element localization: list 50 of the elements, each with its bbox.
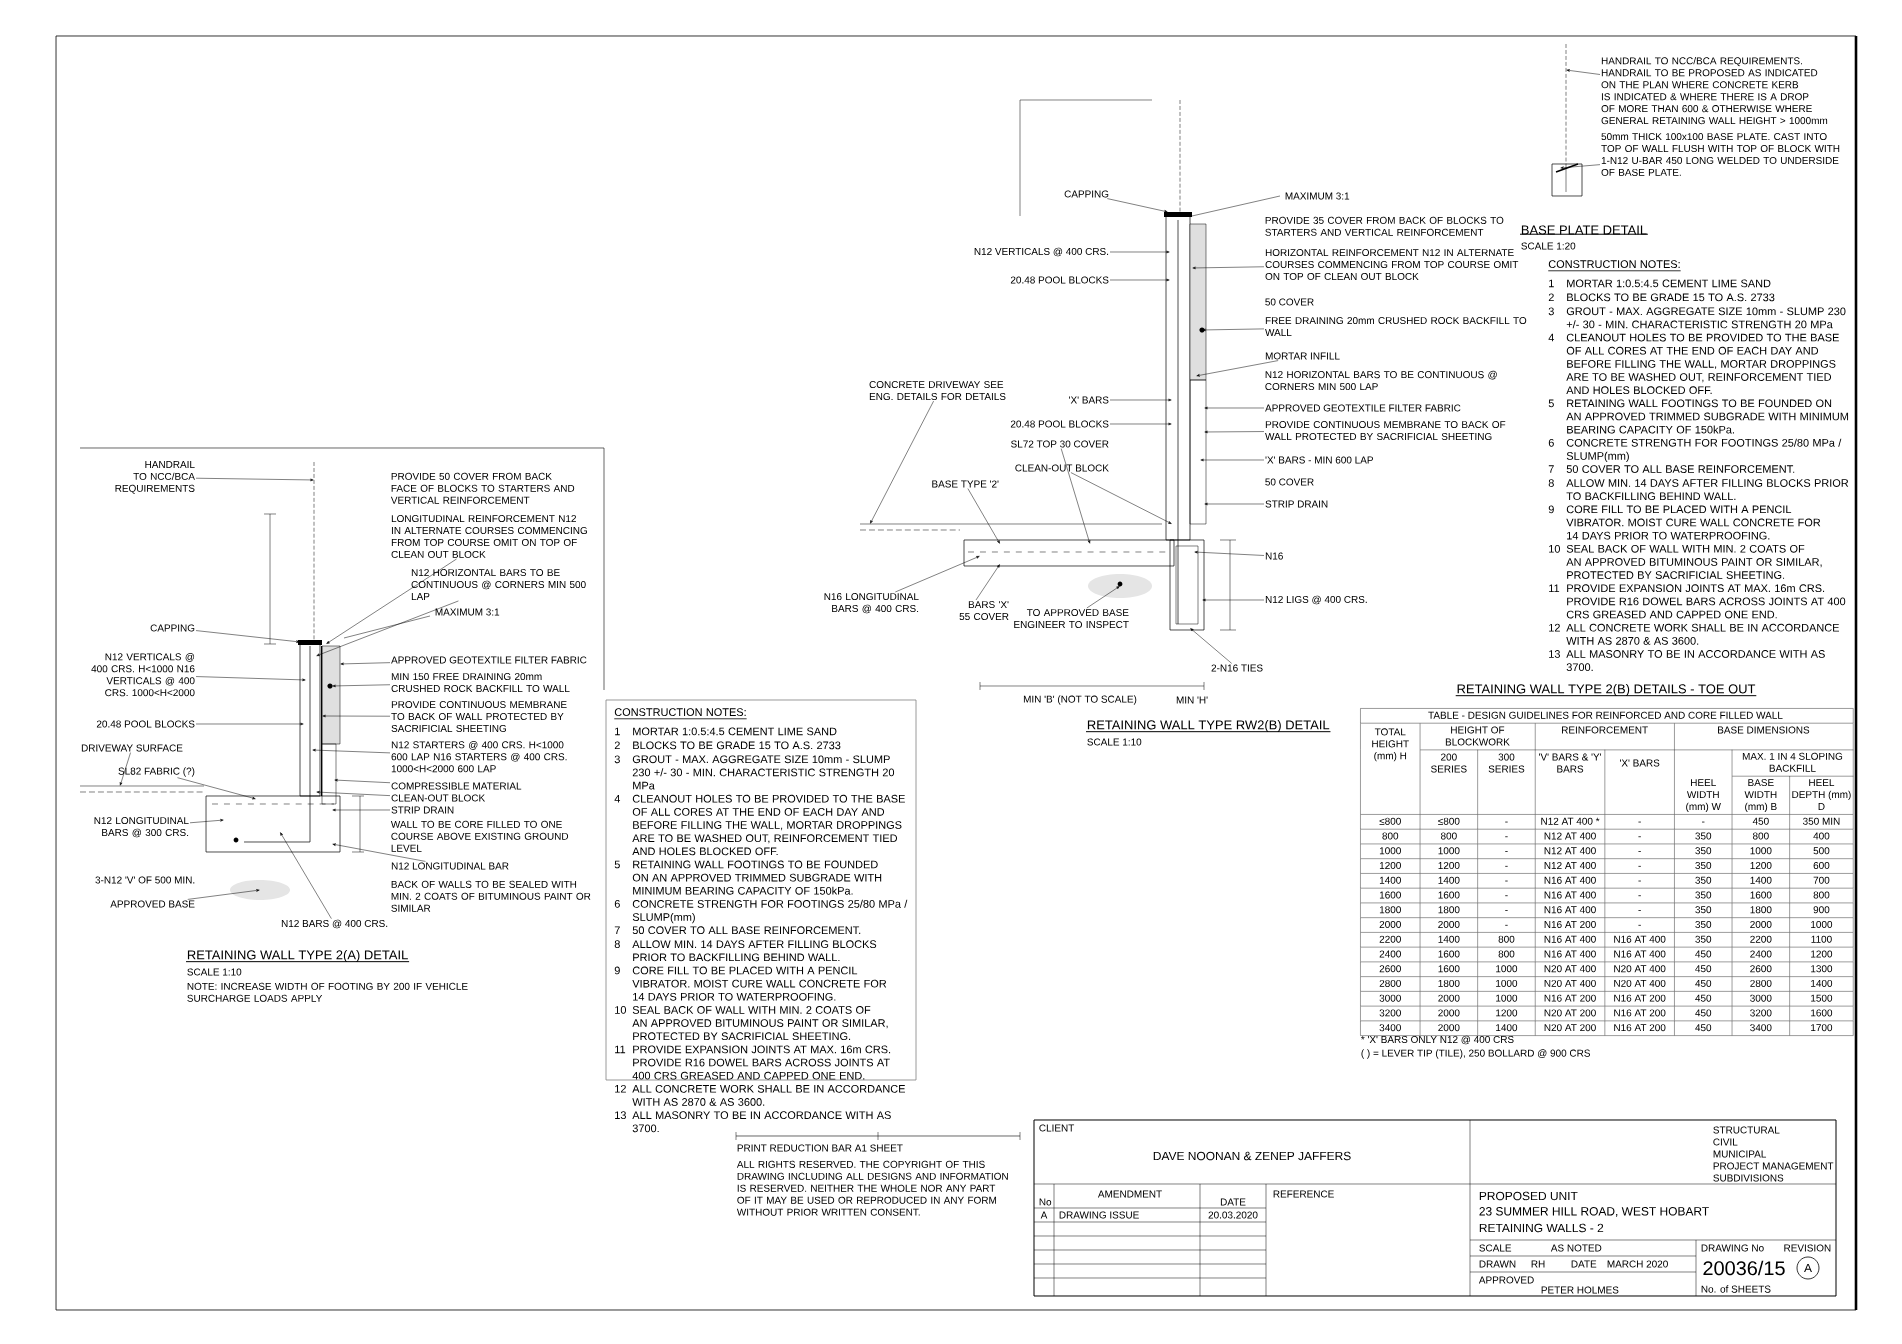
leader-line bbox=[1192, 266, 1265, 270]
leader-line bbox=[316, 600, 459, 656]
leader-line bbox=[975, 564, 1000, 601]
leader-line bbox=[177, 777, 256, 800]
leader-line bbox=[1109, 422, 1172, 426]
leader-line bbox=[1107, 198, 1168, 213]
leader-line bbox=[870, 400, 934, 524]
leader-line bbox=[1194, 550, 1265, 556]
leader-line bbox=[326, 558, 457, 644]
leader-line bbox=[1204, 502, 1265, 506]
leader-line bbox=[1109, 278, 1170, 282]
leader-line bbox=[1109, 398, 1172, 402]
leader-line bbox=[280, 832, 332, 919]
leader-line bbox=[1060, 448, 1091, 544]
leader-line bbox=[195, 477, 314, 482]
leader-line bbox=[187, 889, 260, 900]
leader-line bbox=[332, 843, 426, 862]
leader-line bbox=[1196, 360, 1279, 377]
leader-line bbox=[895, 556, 980, 593]
leader-line bbox=[1086, 586, 1120, 609]
retaining-wall-drawing bbox=[205, 461, 341, 900]
leader-line bbox=[1566, 69, 1601, 75]
leader-line bbox=[195, 676, 306, 682]
leader-line bbox=[332, 808, 391, 812]
leader-line bbox=[332, 684, 391, 688]
leader-line bbox=[1202, 328, 1265, 332]
base-slab-drawing bbox=[963, 539, 1175, 598]
leader-line bbox=[1204, 406, 1265, 410]
leader-line bbox=[312, 748, 391, 754]
leader-line bbox=[195, 630, 300, 643]
leader-line bbox=[1560, 164, 1601, 169]
drawing-number: 20036/15 bbox=[1703, 1260, 1785, 1276]
leader-line bbox=[1202, 598, 1265, 602]
retaining-wall-drawing bbox=[1164, 99, 1207, 631]
leader-line bbox=[189, 819, 224, 824]
ground-line bbox=[79, 785, 205, 793]
leader-line bbox=[1204, 430, 1265, 434]
leader-line bbox=[334, 778, 391, 783]
leader-line bbox=[322, 714, 391, 718]
leader-line bbox=[340, 662, 391, 666]
base-plate-drawing bbox=[1551, 43, 1583, 197]
leader-line bbox=[1109, 250, 1170, 254]
leader-line bbox=[1070, 472, 1172, 524]
leader-line bbox=[316, 790, 391, 796]
leader-line bbox=[967, 488, 1000, 544]
ground-line bbox=[859, 523, 1163, 531]
leader-line bbox=[1200, 458, 1265, 462]
leader-line bbox=[119, 752, 131, 786]
leader-line bbox=[195, 722, 304, 726]
leader-line bbox=[1190, 628, 1232, 664]
